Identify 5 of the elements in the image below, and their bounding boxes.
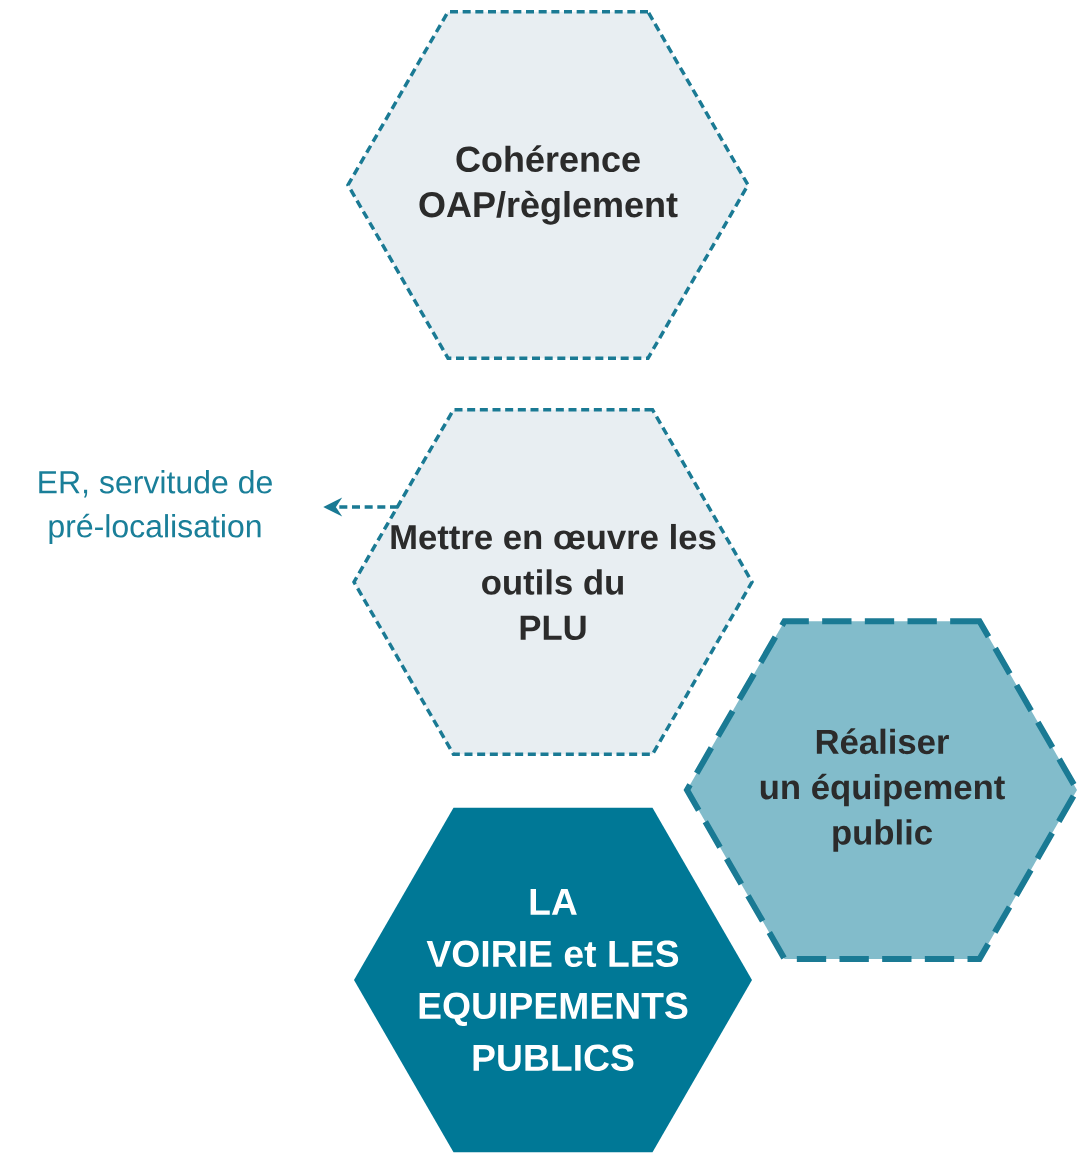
hexagon: Cohérence OAP/règlement (346, 10, 750, 360)
hexagon: Réaliser un équipement public (683, 618, 1077, 962)
note-text: ER, servitude de pré-localisation (39, 470, 272, 544)
hexagon: LA VOIRIE et LES EQUIPEMENTS PUBLICS (354, 807, 752, 1153)
hexagon: Mettre en œuvre les outils du PLU (352, 407, 754, 757)
